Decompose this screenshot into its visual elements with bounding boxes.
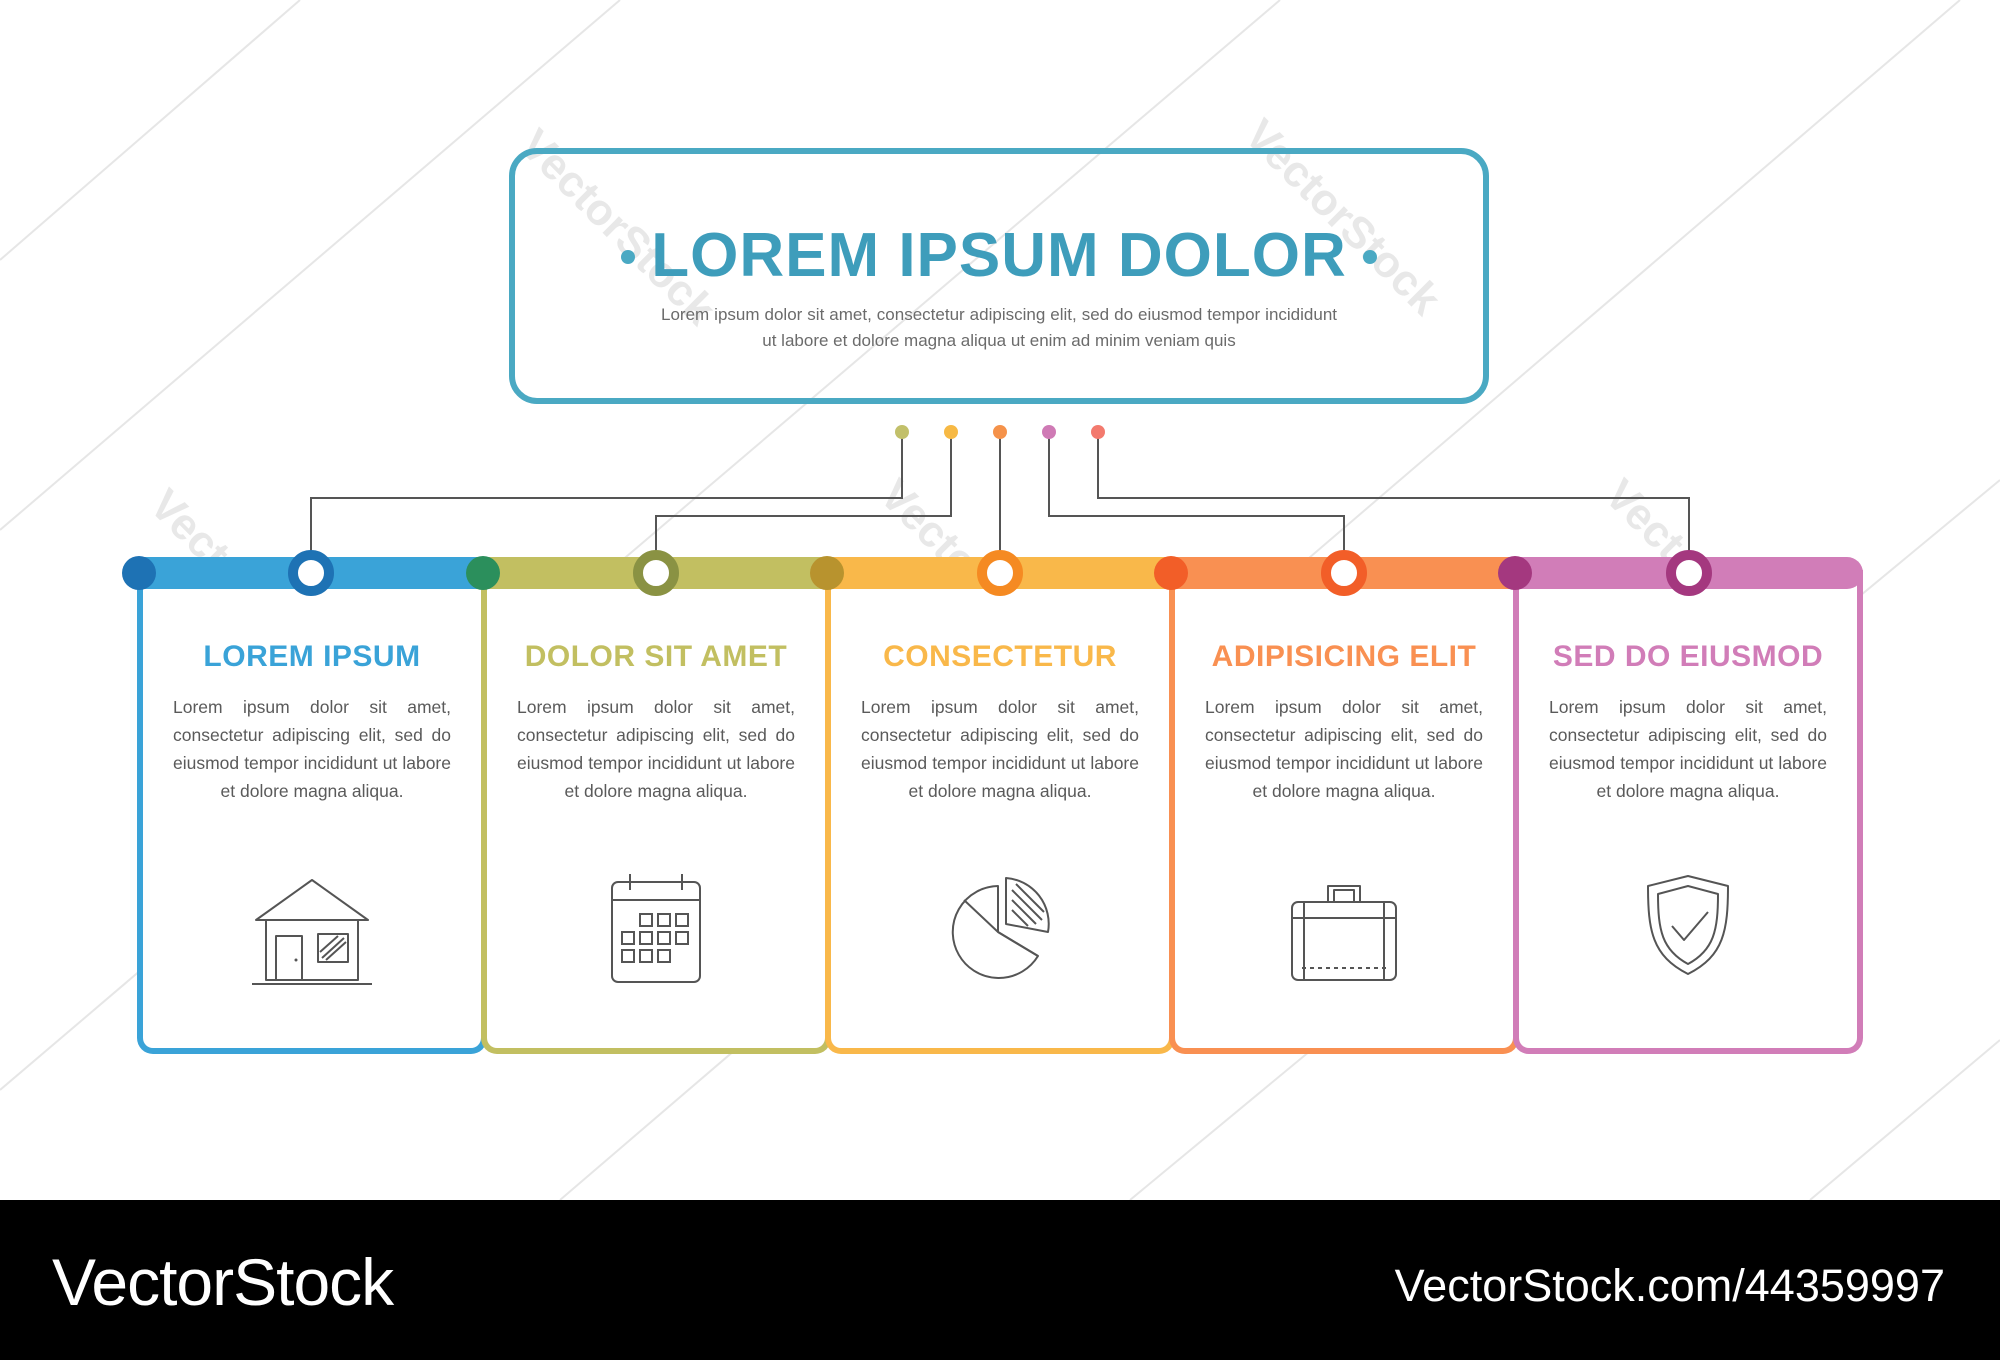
- card-text: Lorem ipsum dolor sit amet, consectetur …: [861, 697, 1139, 801]
- image-url[interactable]: VectorStock.com/44359997: [1394, 1260, 1945, 1311]
- calendar-icon: [611, 874, 701, 983]
- connector-lines: [310, 425, 1690, 570]
- card-text: Lorem ipsum dolor sit amet, consectetur …: [517, 697, 795, 801]
- step-card-5: SED DO EIUSMOD Lorem ipsum dolor sit ame…: [1513, 570, 1863, 1054]
- briefcase-icon: [1291, 885, 1397, 981]
- bar-joint: [1498, 556, 1532, 590]
- header-dot: [1363, 250, 1377, 264]
- header-box: LOREM IPSUM DOLOR Lorem ipsum dolor sit …: [509, 148, 1489, 404]
- card-title: LOREM IPSUM: [203, 640, 421, 673]
- footer-bar: VectorStock VectorStock.com/44359997: [0, 1200, 2000, 1360]
- card-title: DOLOR SIT AMET: [524, 640, 788, 673]
- header-title: LOREM IPSUM DOLOR: [651, 221, 1347, 290]
- infographic: VectorStock VectorStock VectorStock Vect…: [0, 0, 2000, 1200]
- card-title: ADIPISICING ELIT: [1211, 640, 1477, 673]
- pie-chart-icon: [951, 877, 1050, 979]
- step-card-4: ADIPISICING ELIT Lorem ipsum dolor sit a…: [1169, 570, 1519, 1054]
- card-title: CONSECTETUR: [883, 640, 1117, 673]
- connector-dot: [1091, 425, 1105, 439]
- step-card-1: LOREM IPSUM Lorem ipsum dolor sit amet, …: [137, 570, 487, 1054]
- connector-dot: [993, 425, 1007, 439]
- step-card-2: DOLOR SIT AMET Lorem ipsum dolor sit ame…: [481, 570, 831, 1054]
- bar-joint: [1154, 556, 1188, 590]
- card-text: Lorem ipsum dolor sit amet, consectetur …: [173, 697, 451, 801]
- connector-dot: [895, 425, 909, 439]
- header-dot: [621, 250, 635, 264]
- card-node: [633, 550, 679, 596]
- card-text: Lorem ipsum dolor sit amet, consectetur …: [1549, 697, 1827, 801]
- step-card-3: CONSECTETUR Lorem ipsum dolor sit amet, …: [825, 570, 1175, 1054]
- connector-dot: [1042, 425, 1056, 439]
- house-icon: [252, 879, 372, 985]
- card-node: [977, 550, 1023, 596]
- shield-check-icon: [1647, 875, 1729, 975]
- bar-joint: [122, 556, 156, 590]
- bar-joint: [810, 556, 844, 590]
- header-text: Lorem ipsum dolor sit amet, consectetur …: [661, 305, 1337, 350]
- card-node: [1321, 550, 1367, 596]
- card-node: [1666, 550, 1712, 596]
- brand-logo[interactable]: VectorStock: [52, 1245, 394, 1319]
- connector-dot: [944, 425, 958, 439]
- bar-joint: [466, 556, 500, 590]
- card-title: SED DO EIUSMOD: [1552, 640, 1824, 673]
- card-text: Lorem ipsum dolor sit amet, consectetur …: [1205, 697, 1483, 801]
- card-node: [288, 550, 334, 596]
